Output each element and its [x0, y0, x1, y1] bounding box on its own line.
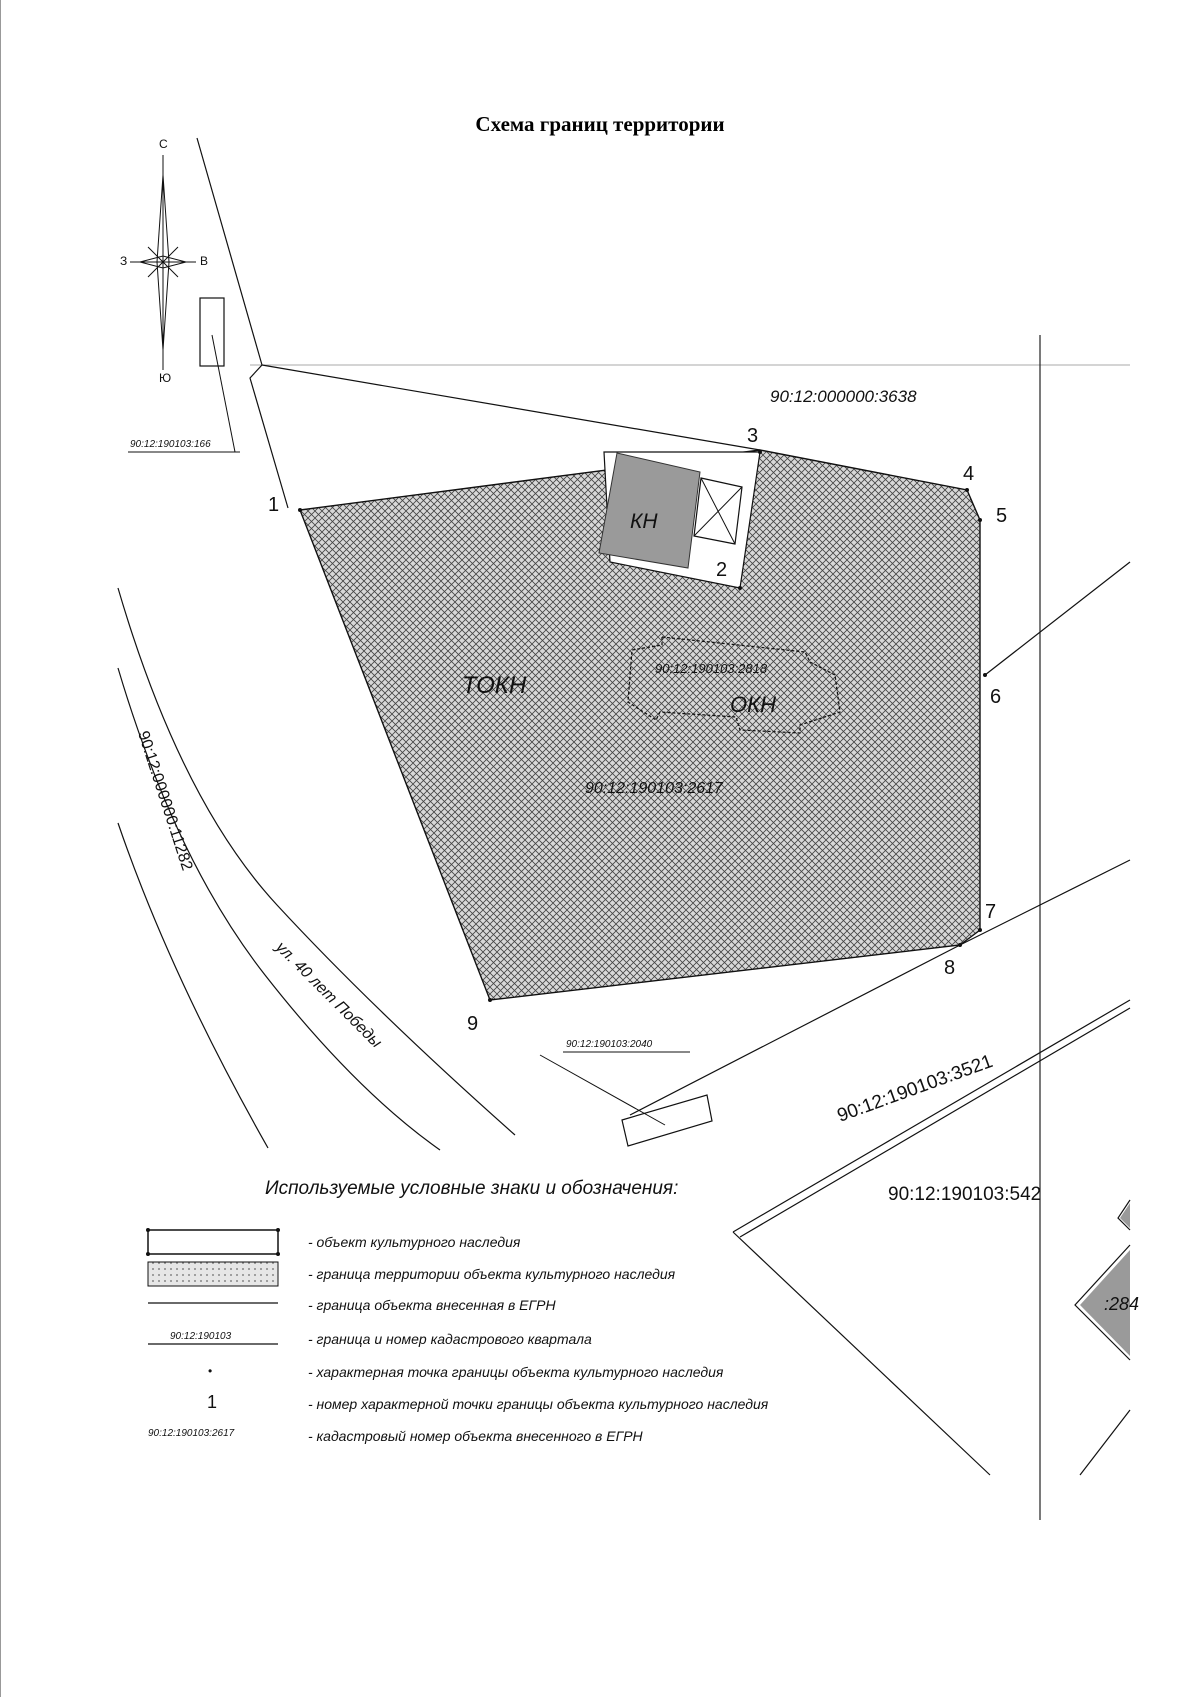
leader-166 — [211, 334, 236, 453]
parcel-label-166: 90:12:190103:166 — [130, 439, 211, 450]
legend-sample-territory — [147, 1261, 279, 1287]
zone-label-kn: КН — [630, 510, 658, 533]
legend-item-point-number: - номер характерной точки границы объект… — [308, 1396, 769, 1412]
south-boundary — [629, 944, 961, 1116]
okn-object — [627, 636, 841, 734]
kn-annex-cross — [693, 477, 743, 545]
point-label-2: 2 — [716, 559, 727, 581]
legend-sample-cadastral: 90:12:190103:2617 — [148, 1428, 235, 1439]
point-label-1: 1 — [268, 494, 279, 516]
legend-item-point: - характерная точка границы объекта куль… — [308, 1364, 724, 1380]
compass-north: С — [159, 137, 168, 151]
east-boundary-upper — [984, 561, 1131, 676]
point-label-8: 8 — [944, 957, 955, 979]
se-building-1 — [1120, 1203, 1130, 1228]
legend-item-egrn-boundary: - граница объекта внесенная в ЕГРН — [308, 1297, 556, 1313]
kn-building — [598, 452, 701, 569]
map-title: Схема границ территории — [475, 112, 725, 136]
zone-label-okn: ОКН — [730, 692, 776, 717]
building-2040 — [621, 1094, 713, 1147]
point-label-9: 9 — [467, 1013, 478, 1035]
parcel-label-284: :284 — [1104, 1294, 1139, 1314]
legend-sample-point: • — [208, 1364, 212, 1378]
compass-west: З — [120, 254, 127, 268]
characteristic-points — [298, 450, 987, 1002]
point-label-7: 7 — [985, 901, 996, 923]
page-edge-line — [0, 0, 1, 1697]
point-label-6: 6 — [990, 686, 1001, 708]
zone-label-tokn: ТОКН — [462, 672, 527, 699]
legend-item-quarter: - граница и номер кадастрового квартала — [308, 1331, 592, 1347]
parcel-label-2617: 90:12:190103:2617 — [585, 780, 724, 797]
south-east-road — [732, 999, 1131, 1476]
parcel-label-3638: 90:12:000000:3638 — [770, 387, 917, 406]
point-label-4: 4 — [963, 463, 974, 485]
compass-rose-icon — [130, 155, 196, 370]
legend-sample-okn — [146, 1228, 280, 1256]
parcel-label-2818: 90:12:190103:2818 — [655, 661, 768, 676]
legend-item-territory: - граница территории объекта культурного… — [308, 1266, 676, 1282]
legend-sample-point-number: 1 — [207, 1392, 217, 1412]
parcel-label-3521: 90:12:190103:3521 — [835, 1051, 996, 1127]
parcel-label-11282: 90:12:000000:11282 — [134, 729, 195, 873]
legend-sample-quarter-text: 90:12:190103 — [170, 1331, 232, 1342]
street-label: ул. 40 лет Победы — [271, 938, 385, 1052]
point-label-3: 3 — [747, 425, 758, 447]
north-road — [196, 137, 761, 509]
leader-2040 — [539, 1054, 666, 1126]
legend-item-okn: - объект культурного наследия — [308, 1234, 521, 1250]
legend-title: Используемые условные знаки и обозначени… — [265, 1178, 678, 1199]
se-building-2 — [1080, 1250, 1130, 1356]
compass-south: Ю — [159, 371, 171, 385]
parcel-label-2040: 90:12:190103:2040 — [566, 1039, 653, 1050]
east-boundary-lower — [959, 859, 1131, 946]
parcel-label-542: 90:12:190103:542 — [888, 1184, 1041, 1205]
legend-item-cadastral: - кадастровый номер объекта внесенного в… — [308, 1428, 644, 1444]
west-street-curves — [117, 587, 516, 1151]
tokn-territory — [299, 449, 981, 1001]
point-label-5: 5 — [996, 505, 1007, 527]
building-166 — [199, 297, 225, 367]
compass-east: В — [200, 254, 208, 268]
